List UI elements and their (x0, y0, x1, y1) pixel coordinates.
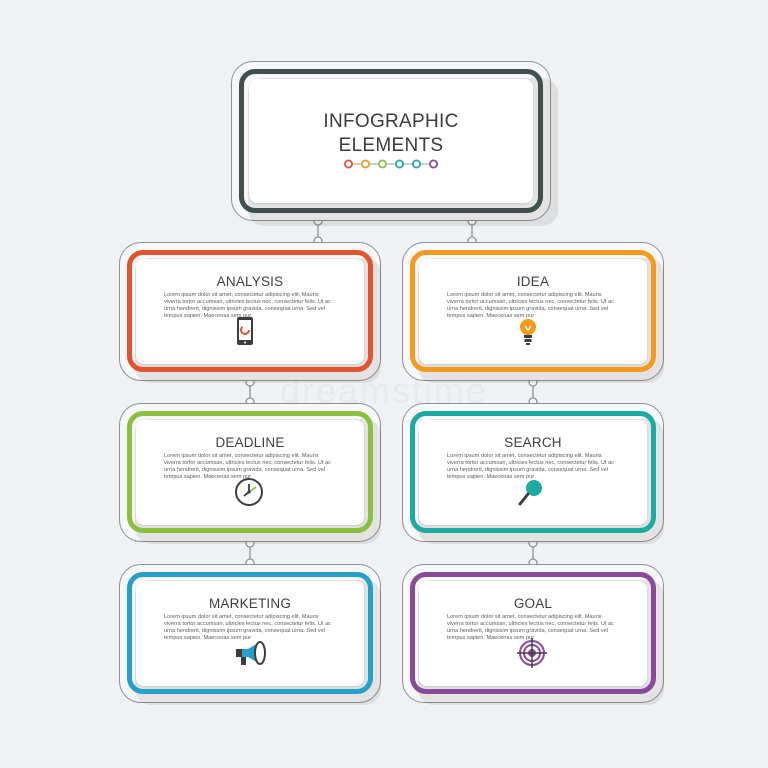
card-body-text: Lorem ipsum dolor sit amet, consectetur … (164, 614, 331, 641)
card-title: DEADLINE (215, 435, 285, 450)
card-title: ANALYSIS (216, 274, 284, 289)
smartphone-icon (234, 316, 266, 353)
card-body-text: Lorem ipsum dolor sit amet, consectetur … (447, 614, 614, 641)
color-dot (377, 159, 387, 169)
card-title: MARKETING (208, 596, 292, 611)
color-dot (411, 159, 421, 169)
color-dot (428, 159, 438, 169)
color-dot-row (344, 159, 438, 169)
title-line-1: INFOGRAPHIC (323, 111, 459, 132)
card-title: IDEA (516, 274, 550, 289)
color-dot (344, 159, 354, 169)
card-frame (127, 411, 373, 533)
card-panel: IDEA Lorem ipsum dolor sit amet, consecte… (419, 259, 647, 364)
header-frame (239, 69, 543, 213)
card-frame (410, 572, 656, 694)
megaphone-icon (234, 638, 266, 675)
magnifier-icon (517, 477, 549, 514)
card-frame (127, 572, 373, 694)
card-title: SEARCH (504, 435, 562, 450)
card-frame (410, 250, 656, 372)
card-panel: GOAL Lorem ipsum dolor sit amet, consecte… (419, 581, 647, 686)
title-line-2: ELEMENTS (338, 135, 444, 156)
color-dot (361, 159, 371, 169)
card-body-text: Lorem ipsum dolor sit amet, consectetur … (447, 453, 614, 480)
card-panel: DEADLINE Lorem ipsum dolor sit amet, cons… (136, 420, 364, 525)
lightbulb-icon (517, 316, 549, 353)
card-frame (127, 250, 373, 372)
card-frame (410, 411, 656, 533)
card-title: GOAL (513, 596, 553, 611)
card-body-text: Lorem ipsum dolor sit amet, consectetur … (164, 292, 331, 319)
header-panel: INFOGRAPHIC ELEMENTS (249, 79, 533, 203)
card-panel: SEARCH Lorem ipsum dolor sit amet, consec… (419, 420, 647, 525)
target-icon (517, 638, 549, 675)
card-panel: MARKETING Lorem ipsum dolor sit amet, con… (136, 581, 364, 686)
color-dot (394, 159, 404, 169)
card-body-text: Lorem ipsum dolor sit amet, consectetur … (164, 453, 331, 480)
card-body-text: Lorem ipsum dolor sit amet, consectetur … (447, 292, 614, 319)
clock-icon (234, 477, 266, 514)
page-title: INFOGRAPHIC ELEMENTS (249, 110, 533, 158)
card-panel: ANALYSIS Lorem ipsum dolor sit amet, cons… (136, 259, 364, 364)
